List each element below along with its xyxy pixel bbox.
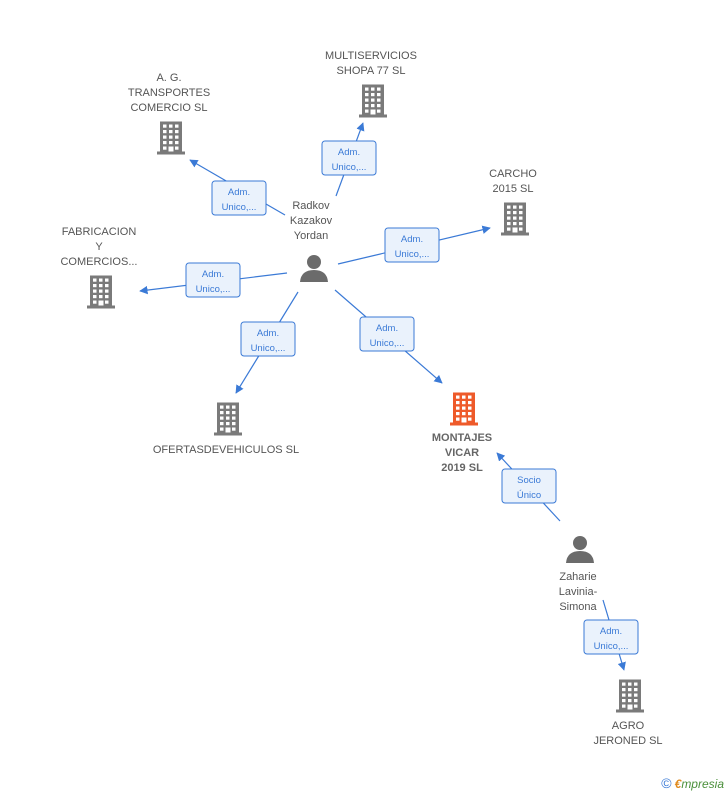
edge-label-text: Unico,... xyxy=(251,343,286,354)
person-icon xyxy=(566,536,594,563)
edge-label-box[interactable] xyxy=(359,316,415,352)
node-label-line: AGRO xyxy=(612,720,645,732)
edge-label-text: Adm. xyxy=(338,147,360,158)
node-label-line: Kazakov xyxy=(290,215,333,227)
brand-initial: € xyxy=(674,777,682,791)
edge-label-box[interactable] xyxy=(185,262,241,298)
edge-radkov-ag: Adm. Unico,... xyxy=(189,159,286,216)
node-label-line: COMERCIOS... xyxy=(60,256,137,268)
node-fabricacion[interactable]: FABRICACION Y COMERCIOS... xyxy=(60,226,138,309)
edge-label-text: Adm. xyxy=(228,187,250,198)
node-label-line: VICAR xyxy=(445,447,479,459)
node-multiservicios[interactable]: MULTISERVICIOS SHOPA 77 SL xyxy=(325,50,417,118)
node-label-line: CARCHO xyxy=(489,168,537,180)
node-label-line: 2019 SL xyxy=(441,462,483,474)
node-label-line: 2015 SL xyxy=(493,183,534,195)
edge-radkov-carcho: Adm. Unico,... xyxy=(337,225,491,265)
edge-label-text: Adm. xyxy=(257,328,279,339)
edge-radkov-montajes: Adm. Unico,... xyxy=(334,289,443,384)
brand-name: mpresia xyxy=(681,777,724,791)
node-label-line: TRANSPORTES xyxy=(128,87,210,99)
building-icon xyxy=(450,392,478,426)
node-label-line: JERONED SL xyxy=(593,735,662,747)
edge-label-text: Unico,... xyxy=(222,202,257,213)
edge-zaharie-agro: Adm. Unico,... xyxy=(583,599,639,671)
node-label-line: Yordan xyxy=(294,230,328,242)
node-carcho[interactable]: CARCHO 2015 SL xyxy=(489,168,537,236)
edge-label-text: Socio xyxy=(517,475,541,486)
node-label-line: Radkov xyxy=(292,200,330,212)
edge-label-text: Unico,... xyxy=(395,249,430,260)
node-label-line: Zaharie xyxy=(559,571,596,583)
edge-label-text: Único xyxy=(517,490,541,501)
building-icon xyxy=(157,121,185,155)
edge-label-box[interactable] xyxy=(384,227,440,263)
person-icon xyxy=(300,255,328,282)
edge-label-box[interactable] xyxy=(583,619,639,655)
edge-label-text: Adm. xyxy=(401,234,423,245)
node-label-line: A. G. xyxy=(156,72,181,84)
edge-radkov-multiservicios: Adm. Unico,... xyxy=(321,122,377,197)
node-label-line: Simona xyxy=(559,601,597,613)
node-label-line: FABRICACION xyxy=(62,226,137,238)
edge-label-box[interactable] xyxy=(211,180,267,216)
node-ofertas[interactable]: OFERTASDEVEHICULOS SL xyxy=(153,402,299,457)
edge-label-text: Unico,... xyxy=(332,162,367,173)
node-label-line: OFERTASDEVEHICULOS SL xyxy=(153,444,299,456)
building-icon xyxy=(214,402,242,436)
node-label-line: Lavinia- xyxy=(559,586,598,598)
node-label-line: MULTISERVICIOS xyxy=(325,50,417,62)
edge-label-text: Adm. xyxy=(600,626,622,637)
edge-label-text: Unico,... xyxy=(196,284,231,295)
edge-label-box[interactable] xyxy=(240,321,296,357)
edge-label-text: Adm. xyxy=(376,323,398,334)
edge-radkov-ofertas: Adm. Unico,... xyxy=(235,291,299,394)
copyright-icon: © xyxy=(661,775,672,791)
node-label-line: COMERCIO SL xyxy=(130,102,207,114)
edge-label-box[interactable] xyxy=(321,140,377,176)
node-ag[interactable]: A. G. TRANSPORTES COMERCIO SL xyxy=(128,72,210,155)
building-icon xyxy=(87,275,115,309)
edge-label-text: Unico,... xyxy=(370,338,405,349)
node-agro[interactable]: AGRO JERONED SL xyxy=(593,679,663,748)
building-icon xyxy=(616,679,644,713)
node-label-line: MONTAJES xyxy=(432,432,492,444)
node-label-line: SHOPA 77 SL xyxy=(337,65,406,77)
edge-label-box[interactable] xyxy=(501,468,557,504)
edge-radkov-fabricacion: Adm. Unico,... xyxy=(139,262,288,298)
building-icon xyxy=(501,202,529,236)
building-icon xyxy=(359,84,387,118)
brand-watermark: ©€mpresia xyxy=(661,775,724,791)
edge-label-text: Adm. xyxy=(202,269,224,280)
node-label-line: Y xyxy=(95,241,103,253)
edge-label-text: Unico,... xyxy=(594,641,629,652)
node-montajes[interactable]: MONTAJES VICAR 2019 SL xyxy=(432,392,492,475)
